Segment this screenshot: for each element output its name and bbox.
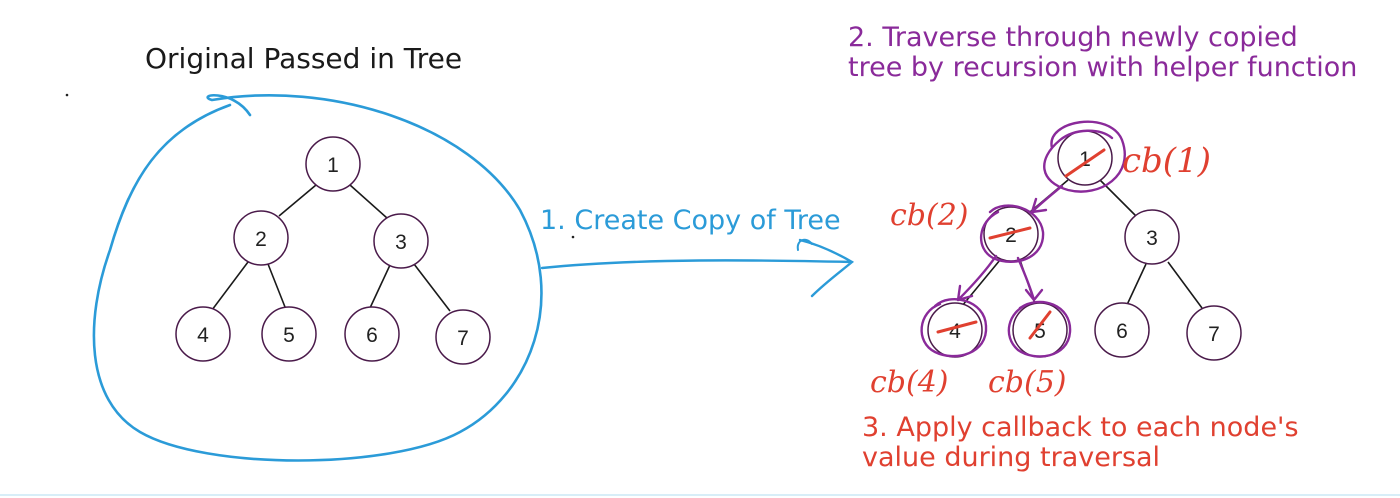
bottom-divider <box>0 494 1400 496</box>
copied-tree-node-5: 5 <box>1012 302 1068 358</box>
stray-dot <box>571 235 575 239</box>
node-label: 4 <box>949 320 961 343</box>
node-label: 1 <box>327 154 339 177</box>
node-label: 2 <box>255 228 267 251</box>
copied-tree-node-4: 4 <box>927 302 983 358</box>
original-tree-node-5: 5 <box>261 306 317 362</box>
callback-label-2: cb(2) <box>890 198 969 233</box>
node-label: 7 <box>1208 323 1220 346</box>
original-tree-node-4: 4 <box>175 306 231 362</box>
traversal-arrow-2-to-4 <box>956 254 998 302</box>
node-label: 5 <box>1034 320 1046 343</box>
visit-loop-node-2 <box>979 204 1045 263</box>
strike-node-2 <box>988 226 1032 240</box>
node-label: 7 <box>457 327 469 350</box>
traversal-arrow-2-to-5 <box>1016 256 1044 302</box>
enclosure-loop <box>92 94 543 462</box>
node-label: 3 <box>395 231 407 254</box>
copy-arrow <box>540 238 855 298</box>
original-tree-title: Original Passed in Tree <box>145 42 462 75</box>
stray-dot <box>65 93 69 97</box>
callback-label-4: cb(4) <box>870 365 949 400</box>
original-tree-node-2: 2 <box>233 210 289 266</box>
copied-tree-node-7: 7 <box>1186 305 1242 361</box>
visit-loop-node-5 <box>1007 300 1072 358</box>
node-label: 1 <box>1079 148 1091 171</box>
traversal-arrow-1-to-2 <box>1030 184 1064 214</box>
original-tree-node-3: 3 <box>373 213 429 269</box>
original-tree-node-7: 7 <box>435 309 491 365</box>
step-1-label: 1. Create Copy of Tree <box>540 205 841 236</box>
copied-tree-node-3: 3 <box>1124 209 1180 265</box>
visit-loop-node-1 <box>1043 120 1126 193</box>
original-tree-edges <box>211 184 451 312</box>
node-label: 2 <box>1005 224 1017 247</box>
callback-label-1: cb(1) <box>1122 141 1211 181</box>
step-2-label-line-2: tree by recursion with helper function <box>848 52 1357 83</box>
step-2-label-line-1: 2. Traverse through newly copied <box>848 22 1298 53</box>
traversal-marks <box>920 120 1126 358</box>
node-label: 3 <box>1146 227 1158 250</box>
node-label: 6 <box>1116 320 1128 343</box>
strike-node-5 <box>1028 310 1052 340</box>
strike-node-1 <box>1064 148 1106 178</box>
visit-loop-node-4 <box>920 298 988 358</box>
strike-node-4 <box>936 320 978 334</box>
callback-label-5: cb(5) <box>988 365 1067 400</box>
copy-arrow-hook <box>796 238 813 251</box>
node-label: 4 <box>197 324 209 347</box>
original-tree-node-1: 1 <box>305 136 361 192</box>
original-tree-node-6: 6 <box>344 306 400 362</box>
step-3-label-line-1: 3. Apply callback to each node's <box>862 412 1299 443</box>
node-label: 5 <box>283 324 295 347</box>
step-3-label-line-2: value during traversal <box>862 442 1160 473</box>
callback-strikes <box>936 148 1106 340</box>
node-label: 6 <box>366 324 378 347</box>
copied-tree-node-6: 6 <box>1094 302 1150 358</box>
